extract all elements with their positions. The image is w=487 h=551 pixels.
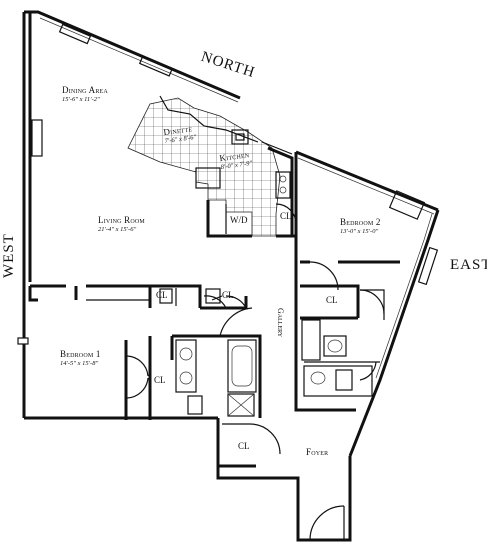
closet-label-bedroom-1: CL [154, 375, 166, 385]
room-dimensions: 21'-4" x 15'-6" [98, 226, 137, 233]
closet-label-bedroom-2: CL [326, 295, 338, 305]
room-dining-area: Dining Area 15'-6" x 11'-2" [62, 86, 108, 104]
east-label: EAST [450, 257, 487, 273]
west-label: WEST [1, 233, 17, 278]
room-name: Bedroom 2 [340, 217, 381, 227]
room-dimensions: 14'-5" x 15'-8" [60, 360, 99, 367]
room-dimensions: 13'-0" x 15'-0" [340, 228, 379, 235]
room-dimensions: 15'-6" x 11'-2" [62, 96, 100, 103]
room-name: Living Room [98, 215, 145, 225]
interior-walls [28, 152, 400, 541]
kitchen-tiled-floor [127, 95, 294, 237]
room-bedroom-1: Bedroom 1 14'-5" x 15'-8" [60, 350, 101, 368]
closet-label-kitchen: CL [280, 211, 292, 221]
furniture-details [159, 288, 221, 304]
room-foyer: Foyer [306, 447, 329, 457]
room-name: Dining Area [62, 85, 108, 95]
room-name: Bedroom 1 [60, 349, 101, 359]
closet-label-bedroom-1-top-left: CL [156, 290, 168, 300]
room-bedroom-2: Bedroom 2 13'-0" x 15'-0" [340, 218, 381, 236]
windows [17, 23, 439, 345]
room-living-room: Living Room 21'-4" x 15'-6" [98, 216, 145, 234]
closet-label-bedroom-1-top-right: CL [222, 290, 234, 300]
washer-dryer-label: W/D [230, 215, 248, 225]
room-gallery: Gallery [276, 308, 285, 338]
closet-label-foyer: CL [238, 441, 250, 451]
